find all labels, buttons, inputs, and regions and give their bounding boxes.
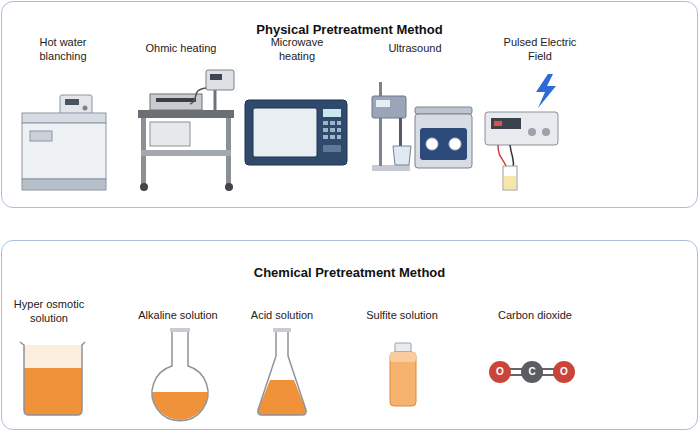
method-label: Ultrasound bbox=[355, 42, 475, 56]
method-label: Pulsed Electric Field bbox=[496, 36, 584, 64]
pef-icon bbox=[485, 74, 558, 190]
bottle-icon bbox=[390, 343, 416, 406]
method-label: Carbon dioxide bbox=[475, 309, 595, 323]
method-label: Acid solution bbox=[222, 309, 342, 323]
round-flask-icon bbox=[152, 328, 208, 421]
atom-label: O bbox=[554, 362, 574, 382]
panel-title: Chemical Pretreatment Method bbox=[2, 265, 697, 280]
microwave-icon bbox=[245, 100, 347, 165]
ultrasound-icon bbox=[372, 82, 472, 171]
atom-label: O bbox=[490, 362, 510, 382]
erlenmeyer-icon bbox=[258, 328, 306, 415]
panel-title: Physical Pretreatment Method bbox=[2, 22, 697, 37]
ohmic-heater-icon bbox=[138, 70, 234, 191]
chemical-panel: Chemical Pretreatment Method bbox=[1, 240, 698, 430]
co2-molecule-icon bbox=[489, 361, 575, 383]
method-label: Alkaline solution bbox=[118, 309, 238, 323]
method-label: Microwave heating bbox=[260, 36, 335, 64]
water-bath-icon bbox=[22, 95, 106, 190]
method-label: Sulfite solution bbox=[342, 309, 462, 323]
method-label: Hyper osmotic solution bbox=[8, 298, 90, 326]
physical-panel: Physical Pretreatment Method bbox=[1, 1, 698, 208]
beaker-icon bbox=[20, 342, 85, 415]
method-label: Hot water blanching bbox=[28, 36, 98, 64]
atom-label: C bbox=[522, 362, 542, 382]
method-label: Ohmic heating bbox=[121, 42, 241, 56]
